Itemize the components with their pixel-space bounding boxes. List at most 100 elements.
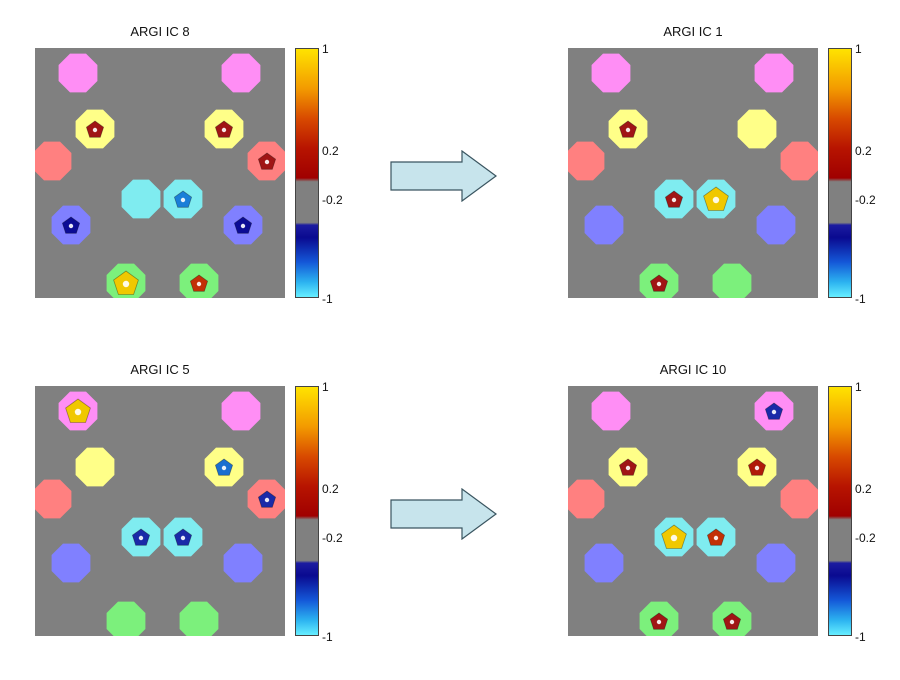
node-bottom-right bbox=[712, 263, 752, 298]
node-side-right bbox=[247, 141, 285, 181]
colorbar-tick-max: 1 bbox=[322, 42, 329, 56]
panel-title: ARGI IC 5 bbox=[130, 362, 190, 377]
node-top-left bbox=[58, 391, 98, 431]
node-marker-highlight bbox=[671, 197, 677, 203]
node-glow bbox=[756, 205, 796, 245]
node-side-left bbox=[35, 479, 72, 519]
panel-title: ARGI IC 8 bbox=[130, 24, 190, 39]
node-marker-highlight bbox=[771, 409, 777, 415]
panel-argi-ic-8: ARGI IC 8 1 0.2 -0.2 -1 bbox=[35, 24, 345, 324]
node-center-left bbox=[654, 179, 694, 219]
node-glow bbox=[106, 601, 146, 636]
node-side-right bbox=[780, 479, 818, 519]
node-low-right bbox=[756, 543, 796, 583]
node-low-right bbox=[756, 205, 796, 245]
colorbar-tick-upper-threshold: 0.2 bbox=[322, 144, 339, 158]
node-marker-highlight bbox=[625, 127, 631, 133]
node-glow bbox=[58, 53, 98, 93]
node-marker-highlight bbox=[713, 535, 719, 541]
brain-node-plot bbox=[568, 48, 818, 298]
node-top-right bbox=[754, 391, 794, 431]
node-center-left bbox=[121, 179, 161, 219]
arrow-right-icon bbox=[390, 488, 498, 540]
colorbar-tick-max: 1 bbox=[855, 380, 862, 394]
node-marker-highlight bbox=[729, 619, 735, 625]
node-mid-right bbox=[737, 109, 777, 149]
node-center-right bbox=[163, 179, 203, 219]
node-marker-highlight bbox=[625, 465, 631, 471]
node-low-right bbox=[223, 205, 263, 245]
node-glow bbox=[221, 391, 261, 431]
node-glow bbox=[121, 179, 161, 219]
colorbar-tick-lower-threshold: -0.2 bbox=[855, 531, 876, 545]
node-bottom-left bbox=[639, 263, 679, 298]
node-top-right bbox=[221, 53, 261, 93]
node-mid-right bbox=[204, 447, 244, 487]
node-top-right bbox=[754, 53, 794, 93]
node-top-right bbox=[221, 391, 261, 431]
node-marker-highlight bbox=[180, 535, 186, 541]
node-mid-right bbox=[737, 447, 777, 487]
node-mid-left bbox=[75, 109, 115, 149]
node-bottom-right bbox=[712, 601, 752, 636]
brain-node-plot bbox=[35, 48, 285, 298]
node-bottom-right bbox=[179, 601, 219, 636]
colorbar bbox=[828, 48, 852, 298]
colorbar-tick-min: -1 bbox=[855, 630, 866, 644]
node-marker-highlight bbox=[196, 281, 202, 287]
node-low-left bbox=[584, 205, 624, 245]
node-marker-highlight bbox=[221, 465, 227, 471]
node-marker-highlight bbox=[656, 619, 662, 625]
panel-argi-ic-10: ARGI IC 10 1 0.2 -0.2 -1 bbox=[568, 362, 878, 662]
node-bottom-left bbox=[639, 601, 679, 636]
node-marker-highlight bbox=[180, 197, 186, 203]
node-glow bbox=[568, 479, 605, 519]
node-glow bbox=[179, 601, 219, 636]
node-mid-left bbox=[75, 447, 115, 487]
node-marker-highlight bbox=[122, 280, 130, 288]
node-low-left bbox=[51, 205, 91, 245]
colorbar-tick-lower-threshold: -0.2 bbox=[322, 531, 343, 545]
node-marker-highlight bbox=[670, 534, 678, 542]
node-low-left bbox=[51, 543, 91, 583]
colorbar-tick-min: -1 bbox=[855, 292, 866, 306]
node-side-left bbox=[568, 141, 605, 181]
node-glow bbox=[712, 263, 752, 298]
node-marker-highlight bbox=[240, 223, 246, 229]
node-side-right bbox=[247, 479, 285, 519]
node-side-right bbox=[780, 141, 818, 181]
colorbar-tick-min: -1 bbox=[322, 292, 333, 306]
node-top-left bbox=[591, 391, 631, 431]
node-top-left bbox=[591, 53, 631, 93]
node-marker-highlight bbox=[712, 196, 720, 204]
colorbar-tick-upper-threshold: 0.2 bbox=[322, 482, 339, 496]
colorbar-tick-max: 1 bbox=[322, 380, 329, 394]
node-mid-left bbox=[608, 447, 648, 487]
arrow-right-icon bbox=[390, 150, 498, 202]
node-center-right bbox=[696, 179, 736, 219]
node-marker-highlight bbox=[221, 127, 227, 133]
node-glow bbox=[737, 109, 777, 149]
node-glow bbox=[756, 543, 796, 583]
node-marker-highlight bbox=[74, 408, 82, 416]
node-top-left bbox=[58, 53, 98, 93]
node-marker-highlight bbox=[754, 465, 760, 471]
node-marker-highlight bbox=[656, 281, 662, 287]
colorbar-tick-max: 1 bbox=[855, 42, 862, 56]
node-marker-highlight bbox=[68, 223, 74, 229]
node-glow bbox=[221, 53, 261, 93]
node-glow bbox=[584, 205, 624, 245]
node-glow bbox=[591, 53, 631, 93]
node-glow bbox=[780, 141, 818, 181]
node-glow bbox=[591, 391, 631, 431]
node-center-left bbox=[121, 517, 161, 557]
colorbar-tick-lower-threshold: -0.2 bbox=[322, 193, 343, 207]
node-center-left bbox=[654, 517, 694, 557]
node-low-left bbox=[584, 543, 624, 583]
node-glow bbox=[754, 53, 794, 93]
node-marker-highlight bbox=[264, 159, 270, 165]
node-side-left bbox=[35, 141, 72, 181]
brain-node-plot bbox=[568, 386, 818, 636]
node-center-right bbox=[163, 517, 203, 557]
node-mid-right bbox=[204, 109, 244, 149]
